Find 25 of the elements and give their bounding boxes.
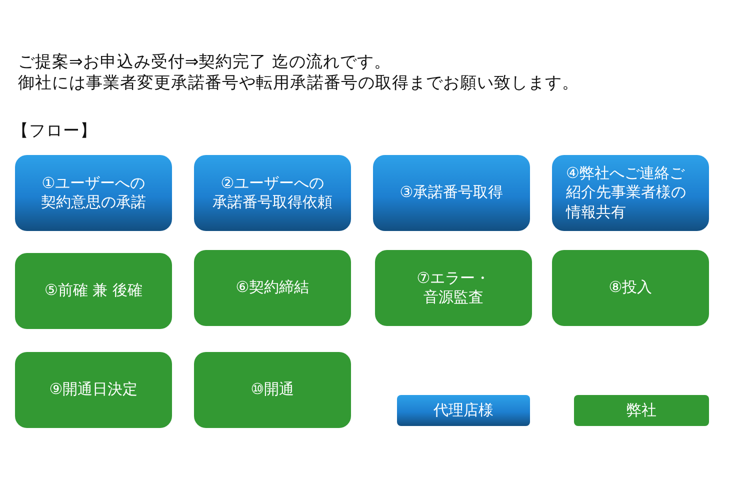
step-box bbox=[15, 155, 172, 231]
step-box bbox=[552, 155, 709, 231]
step-box bbox=[194, 352, 351, 428]
intro-text: ご提案⇒お申込み受付⇒契約完了 迄の流れです。 bbox=[18, 52, 391, 72]
step-box bbox=[194, 250, 351, 326]
step-label: ⑤前確 兼 後確 bbox=[44, 281, 142, 301]
step-box bbox=[15, 352, 172, 428]
step-label: ⑩開通 bbox=[250, 380, 294, 400]
step-label: ③承諾番号取得 bbox=[400, 183, 504, 203]
step-box bbox=[375, 250, 532, 326]
step-box bbox=[373, 155, 530, 231]
step-label: ⑥契約締結 bbox=[236, 278, 310, 298]
step-label: ⑦エラー・音源監査 bbox=[416, 268, 492, 308]
legend-label: 弊社 bbox=[626, 401, 656, 420]
step-label: ⑧投入 bbox=[608, 278, 652, 298]
section-heading: 【フロー】 bbox=[12, 121, 97, 141]
step-box bbox=[552, 250, 709, 326]
intro-text: 御社には事業者変更承諾番号や転用承諾番号の取得までお願い致します。 bbox=[18, 73, 579, 93]
legend-label: 代理店様 bbox=[434, 401, 494, 420]
step-label: ⑨開通日決定 bbox=[49, 380, 138, 400]
step-label: ④弊社へご連絡ご紹介先事業者様の情報共有 bbox=[566, 164, 687, 222]
step-label: ①ユーザーへの契約意思の承諾 bbox=[40, 174, 147, 212]
step-box bbox=[194, 155, 351, 231]
step-label: ②ユーザーへの承諾番号取得依頼 bbox=[212, 174, 334, 212]
step-box bbox=[15, 253, 172, 329]
